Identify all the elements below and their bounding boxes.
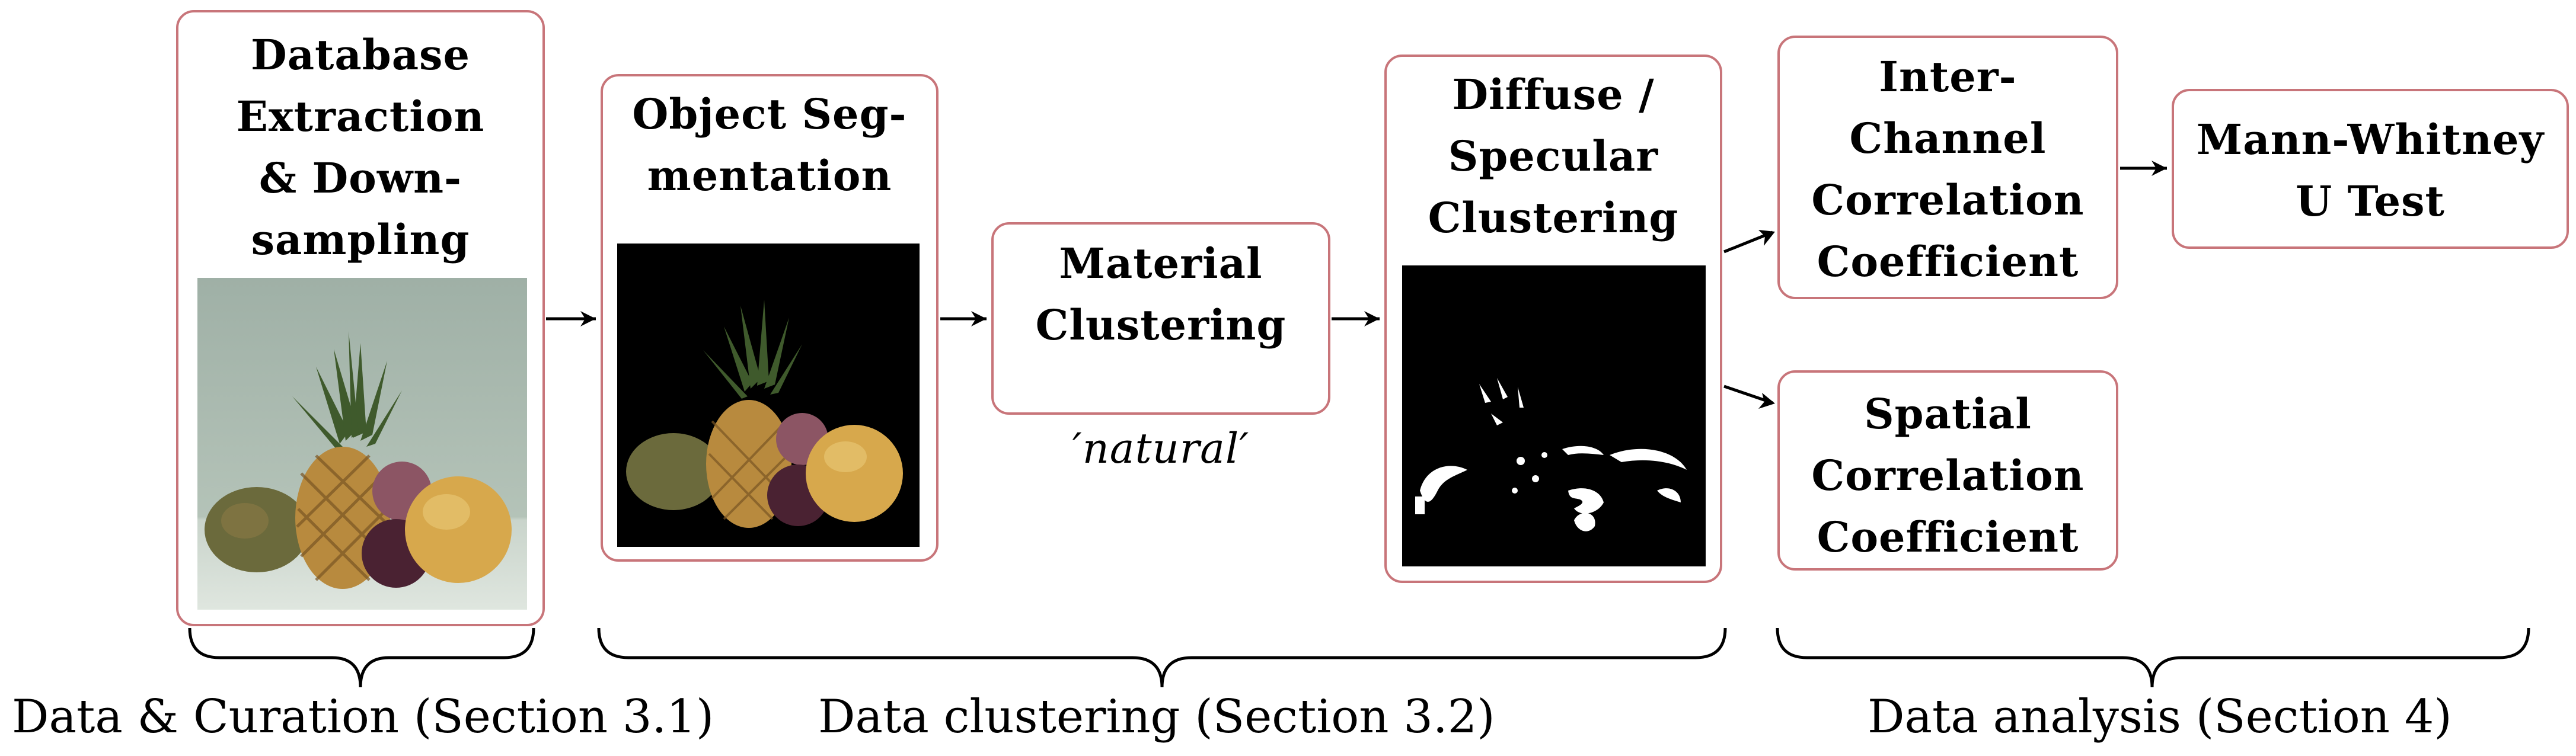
section-caption-data-clustering: Data clustering (Section 3.2) <box>818 690 1495 744</box>
inter-channel-label: Inter- Channel Correlation Coefficient <box>1811 52 2085 286</box>
spatial-correlation-box: Spatial Correlation Coefficient <box>1777 370 2118 571</box>
fruit-still-life-photo <box>197 278 527 610</box>
segmented-fruit-photo <box>617 244 920 547</box>
brace-data-curation <box>188 627 535 688</box>
material-clustering-subtitle: ′natural′ <box>1072 424 1250 473</box>
database-extraction-label: Database Extraction & Down- sampling <box>236 30 485 264</box>
object-segmentation-label: Object Seg- mentation <box>632 89 907 200</box>
mann-whitney-label: Mann-Whitney U Test <box>2196 115 2545 226</box>
section-caption-data-analysis: Data analysis (Section 4) <box>1868 690 2452 744</box>
object-segmentation-box: Object Seg- mentation <box>601 74 939 562</box>
mann-whitney-box: Mann-Whitney U Test <box>2172 89 2569 249</box>
arrowhead-3 <box>1364 311 1380 326</box>
arrowhead-1 <box>580 311 596 326</box>
material-subtitle-wrap: ′natural′ <box>994 356 1328 541</box>
database-extraction-box: Database Extraction & Down- sampling <box>176 10 545 626</box>
arrowhead-5 <box>1758 393 1775 409</box>
diffuse-specular-box: Diffuse / Specular Clustering <box>1384 55 1722 583</box>
arrowhead-6 <box>2152 161 2167 176</box>
section-caption-data-curation: Data & Curation (Section 3.1) <box>12 690 714 744</box>
arrowhead-2 <box>971 311 987 326</box>
brace-data-analysis <box>1776 627 2530 688</box>
arrowhead-4 <box>1758 230 1775 246</box>
material-clustering-box: Material Clustering ′natural′ <box>991 222 1330 473</box>
diffuse-specular-label: Diffuse / Specular Clustering <box>1428 70 1679 242</box>
brace-data-clustering <box>597 627 1727 688</box>
material-clustering-label: Material Clustering <box>1035 239 1287 350</box>
specular-mask-image <box>1402 265 1706 566</box>
inter-channel-box: Inter- Channel Correlation Coefficient <box>1777 36 2118 299</box>
spatial-correlation-label: Spatial Correlation Coefficient <box>1811 389 2085 562</box>
